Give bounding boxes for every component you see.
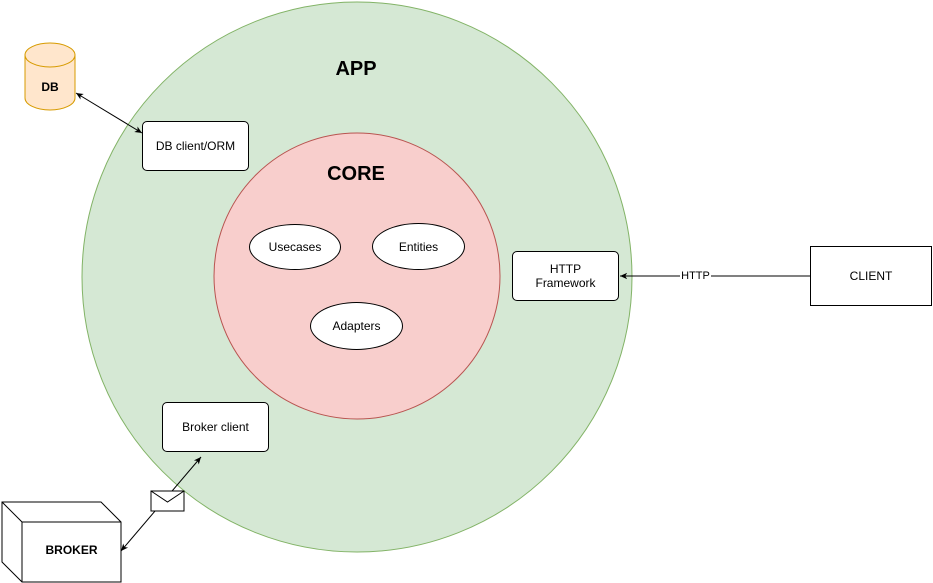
broker-client-box[interactable]: Broker client (162, 402, 269, 452)
adapters-node[interactable]: Adapters (310, 302, 403, 350)
broker-label: BROKER (45, 542, 98, 557)
client-box[interactable]: CLIENT (810, 246, 932, 306)
core-circle (213, 132, 501, 420)
envelope-icon (150, 490, 185, 512)
db-cylinder-icon[interactable] (24, 42, 76, 111)
http-framework-box[interactable]: HTTP Framework (512, 251, 619, 301)
db-client-box[interactable]: DB client/ORM (142, 121, 249, 171)
broker-cube-icon[interactable] (1, 501, 122, 583)
usecases-node[interactable]: Usecases (249, 224, 341, 270)
core-title: CORE (327, 163, 385, 185)
entities-node[interactable]: Entities (372, 223, 465, 270)
db-label: DB (41, 79, 59, 94)
db-to-dbclient-edge (75, 92, 143, 134)
http-edge-label: HTTP (680, 270, 711, 284)
app-title: APP (335, 58, 377, 80)
